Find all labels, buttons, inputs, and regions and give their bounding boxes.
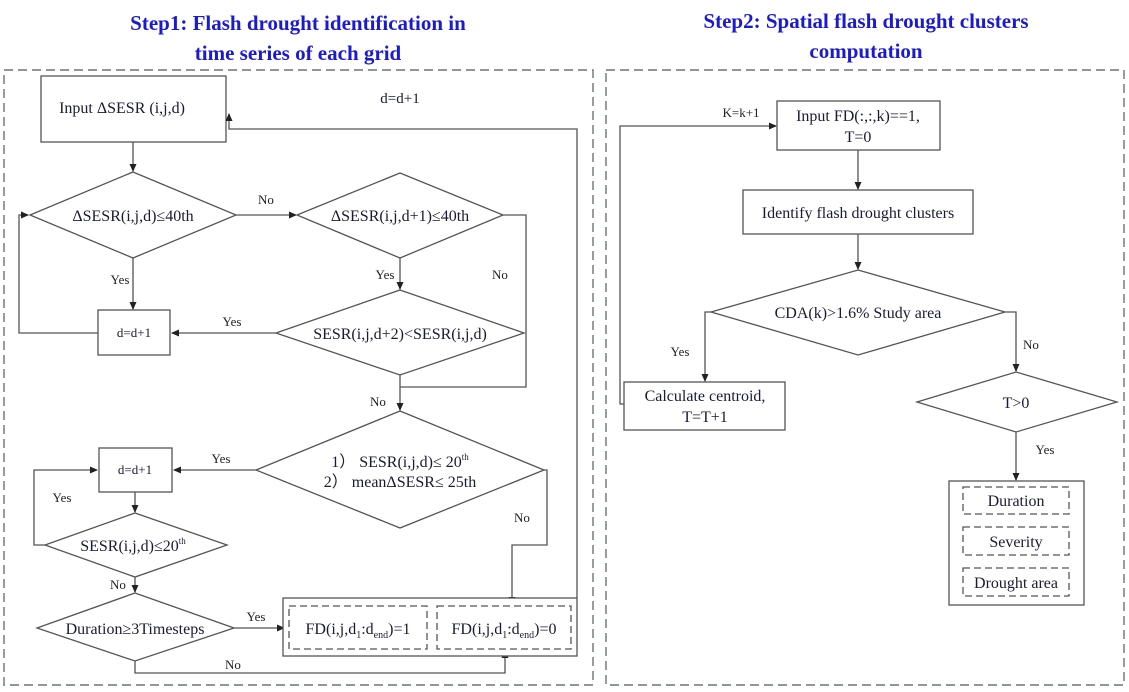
cond5-sup: th — [179, 536, 187, 546]
step2-input-box — [776, 100, 941, 151]
cond5-text: SESR(i,j,d)≤20th — [80, 536, 186, 555]
t-text: T>0 — [1003, 395, 1030, 412]
identify-text: Identify flash drought clusters — [762, 205, 954, 222]
step2-input-line2: T=0 — [845, 129, 872, 146]
output-area-box — [962, 567, 1070, 597]
connector-cda-no — [1005, 311, 1020, 372]
step2-input-line1: Input FD(:,:,k)==1, — [796, 108, 920, 125]
step2-title-line2: computation — [809, 39, 922, 63]
cond2-text: ΔSESR(i,j,d+1)≤40th — [331, 208, 469, 225]
cond1-no-label: No — [258, 192, 274, 207]
cond3-text: SESR(i,j,d+2)<SESR(i,j,d) — [313, 326, 487, 343]
step1-input-box — [40, 75, 227, 143]
fd1-box — [288, 605, 428, 650]
cond6-yes-label: Yes — [247, 609, 266, 624]
cond6-no-label: No — [225, 657, 241, 672]
cond2-yes-label: Yes — [376, 267, 395, 282]
t-yes-label: Yes — [1036, 442, 1055, 457]
connector-increment1-loop — [18, 211, 98, 334]
fd1-sub2: end — [374, 630, 388, 641]
step1-loop-connector — [225, 113, 578, 598]
fd1-mid: :d — [361, 621, 373, 638]
cond3-yes-label: Yes — [223, 314, 242, 329]
connector-cond2-no — [400, 214, 527, 388]
fd1-sub1: 1 — [356, 630, 361, 641]
cond4-text-line2: 2） meanΔSESR≤ 25th — [324, 473, 476, 491]
cond4-no-label: No — [514, 510, 530, 525]
step2-loop-connector — [619, 122, 777, 405]
cond1-yes-label: Yes — [111, 272, 130, 287]
step2-panel — [605, 69, 1125, 686]
centroid-line1: Calculate centroid, — [645, 388, 766, 405]
step1-title-line1: Step1: Flash drought identification in — [130, 11, 466, 35]
step1-loop-label: d=d+1 — [380, 91, 419, 107]
cond4-line1-main: 1） SESR(i,j,d)≤ 20 — [331, 453, 462, 471]
cond4-yes-label: Yes — [212, 451, 231, 466]
fd0-sub2: end — [520, 630, 534, 641]
connector-cond5-yes — [33, 466, 98, 546]
cond5-no-label: No — [110, 577, 126, 592]
cda-diamond — [708, 269, 1008, 356]
connector-cond4-no — [508, 469, 548, 605]
cond1-text: ΔSESR(i,j,d)≤40th — [72, 208, 193, 225]
fd0-post: )=0 — [534, 621, 556, 638]
output-duration-box — [962, 486, 1070, 515]
fd0-sub1: 1 — [502, 630, 507, 641]
increment-text-1: d=d+1 — [117, 325, 151, 340]
cda-yes-label: Yes — [671, 344, 690, 359]
fd0-pre: FD(i,j,d — [452, 621, 503, 638]
cond4-diamond — [254, 410, 546, 529]
cond3-no-label: No — [370, 394, 386, 409]
cda-no-label: No — [1023, 337, 1039, 352]
step1-title-line2: time series of each grid — [195, 41, 402, 65]
increment-box-2 — [98, 447, 173, 493]
cond4-text-line1: 1） SESR(i,j,d)≤ 20th — [331, 452, 469, 471]
connector-cond6-no — [134, 650, 509, 674]
fd0-box — [436, 605, 572, 650]
cond4-line1-sup: th — [462, 452, 470, 462]
output-duration-text: Duration — [988, 493, 1045, 510]
step2-title-line1: Step2: Spatial flash drought clusters — [703, 9, 1028, 33]
output-severity-box — [962, 526, 1070, 556]
increment-box-1 — [97, 309, 171, 356]
cond2-no-label: No — [492, 267, 508, 282]
output-area-text: Drought area — [974, 575, 1058, 592]
cda-text: CDA(k)>1.6% Study area — [775, 305, 942, 322]
fd0-text: FD(i,j,d1:dend)=0 — [452, 621, 557, 641]
cond5-main: SESR(i,j,d)≤20 — [80, 538, 179, 555]
connector-cda-yes — [701, 311, 711, 382]
centroid-line2: T=T+1 — [682, 409, 728, 426]
centroid-box — [623, 381, 786, 431]
fd1-pre: FD(i,j,d — [306, 621, 357, 638]
fd1-post: )=1 — [388, 621, 410, 638]
step1-input-text: Input ΔSESR (i,j,d) — [59, 100, 185, 117]
cond6-text: Duration≥3Timesteps — [66, 621, 205, 638]
step1-panel — [3, 69, 594, 686]
step2-loop-label: K=k+1 — [722, 105, 759, 120]
fd0-mid: :d — [507, 621, 519, 638]
fd1-text: FD(i,j,d1:dend)=1 — [306, 621, 411, 641]
increment-text-2: d=d+1 — [118, 462, 152, 477]
output-severity-text: Severity — [989, 534, 1042, 551]
cond5-yes-label: Yes — [53, 490, 72, 505]
